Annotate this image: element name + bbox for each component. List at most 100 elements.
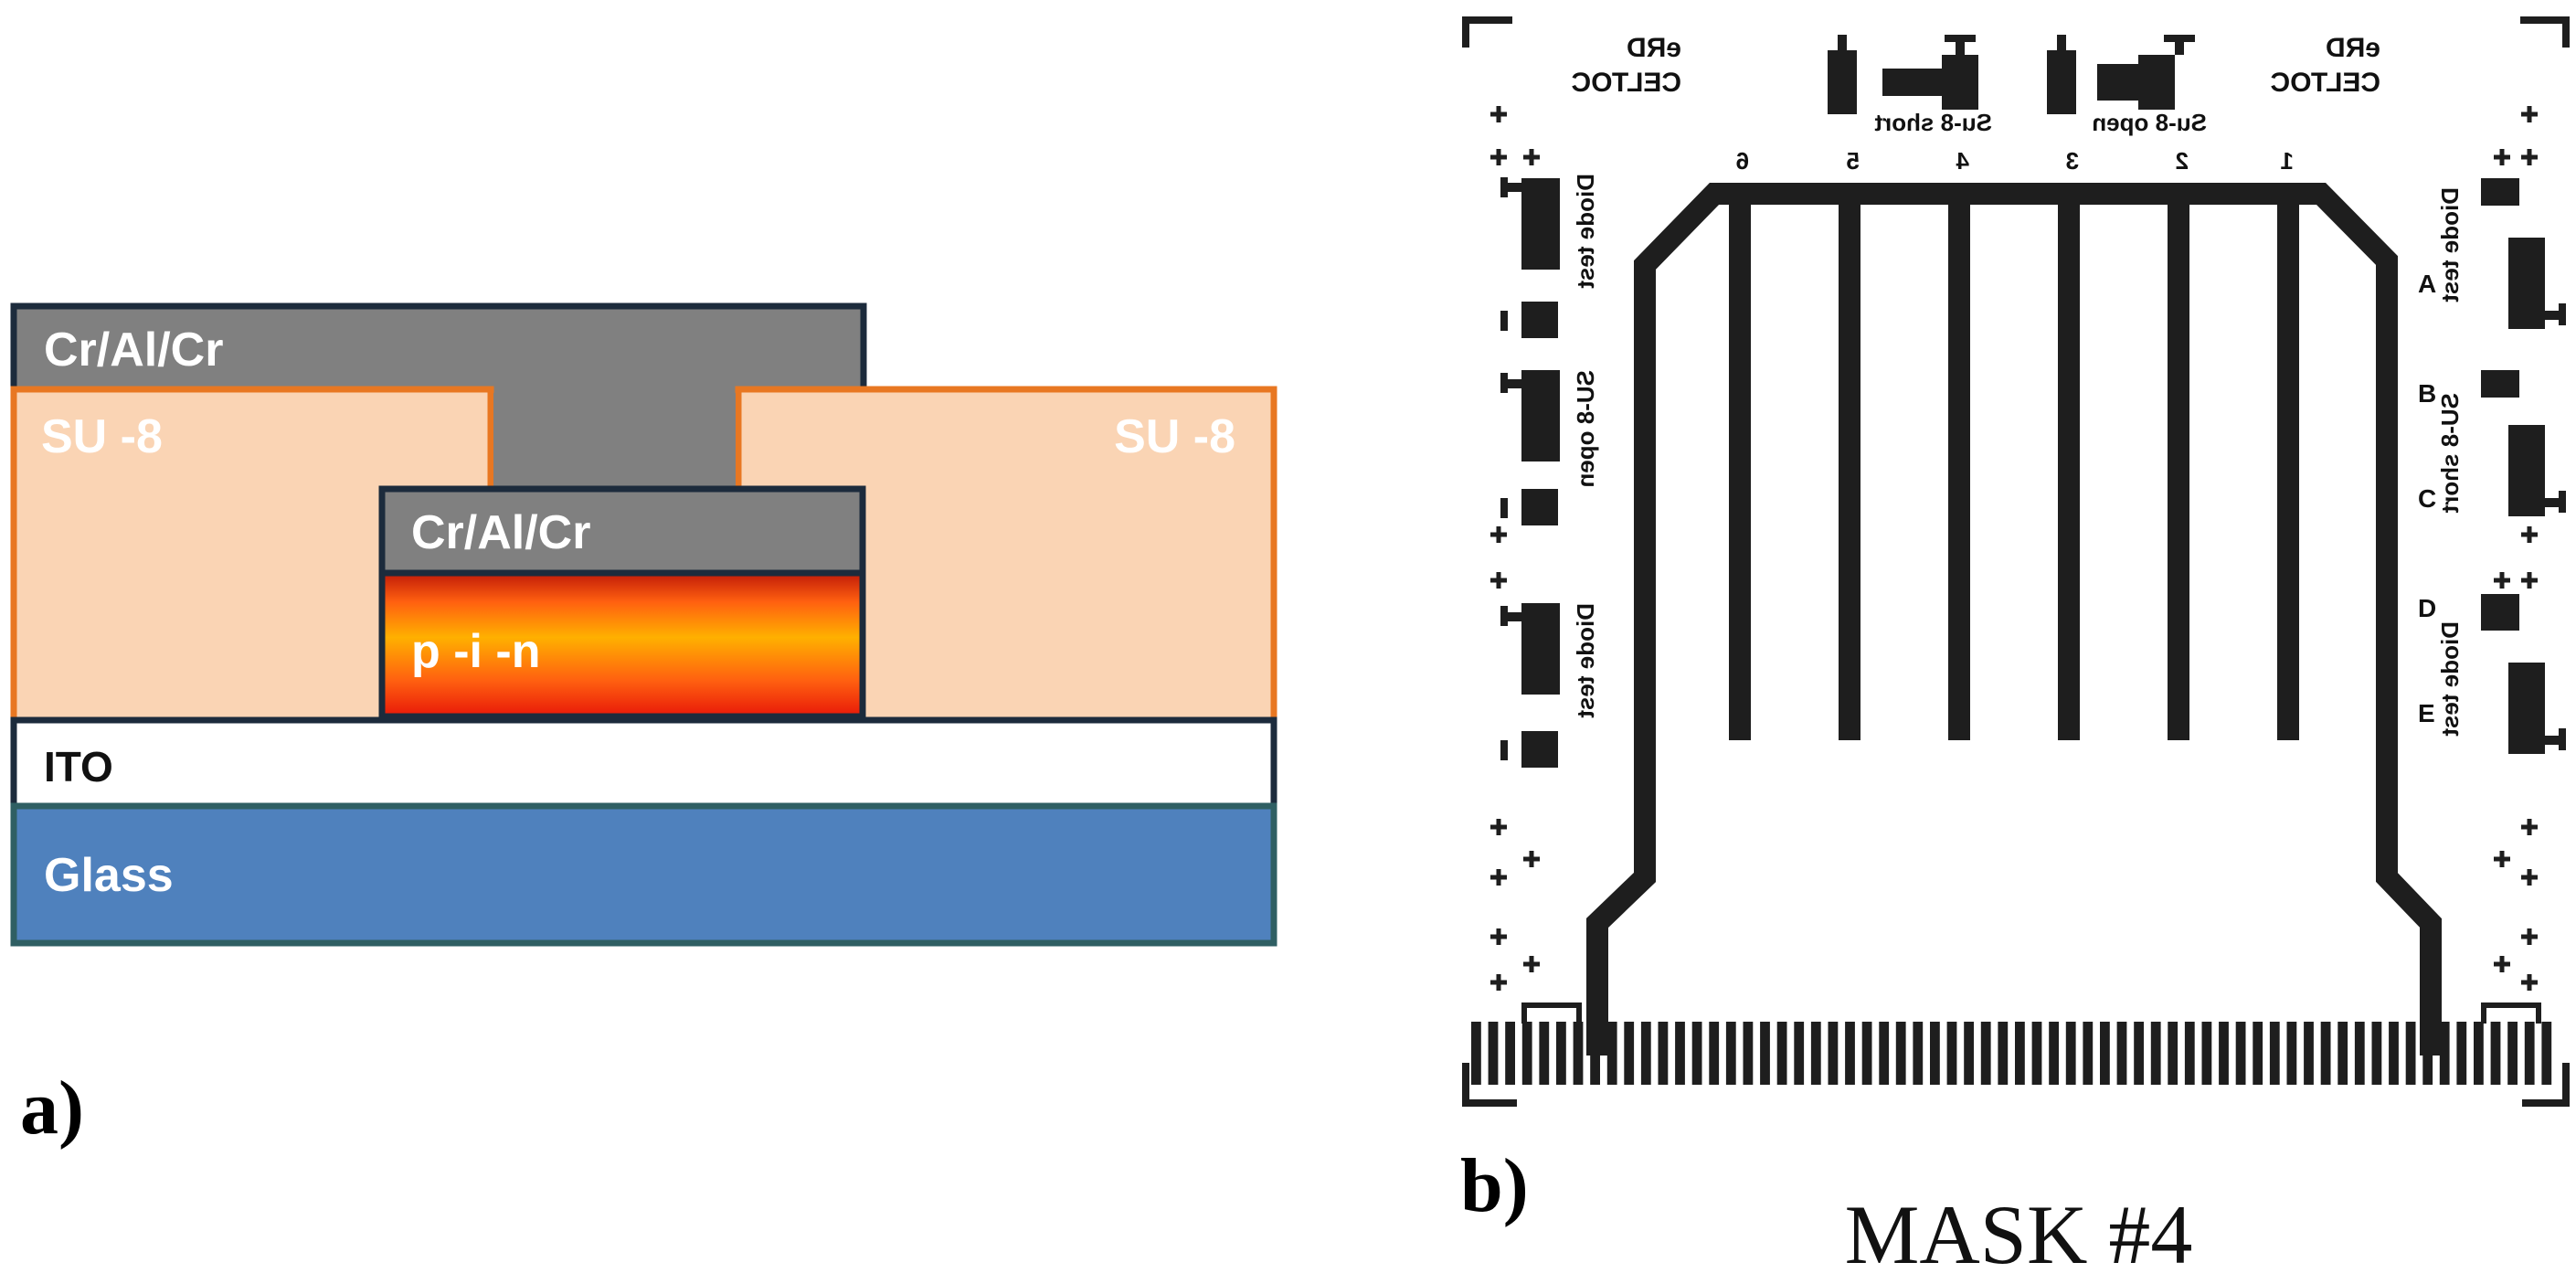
contact-pad bbox=[1658, 1022, 1669, 1085]
contact-pad bbox=[1828, 1022, 1839, 1085]
plus-mark bbox=[1490, 526, 1507, 543]
contact-pad bbox=[2150, 1022, 2161, 1085]
label-glass: Glass bbox=[44, 849, 174, 902]
contact-pad bbox=[2389, 1022, 2399, 1085]
contact-pad bbox=[2304, 1022, 2314, 1085]
contact-pad bbox=[1861, 1022, 1872, 1085]
contact-pad bbox=[1471, 1022, 1481, 1085]
corner-label-top-left-1: eRD bbox=[1627, 33, 1681, 63]
top-test-structure-open bbox=[2047, 35, 2195, 114]
contact-pad bbox=[2201, 1022, 2212, 1085]
plus-mark bbox=[1490, 928, 1507, 945]
contact-pad bbox=[1895, 1022, 1906, 1085]
layer-ito bbox=[10, 716, 1277, 810]
plus-mark bbox=[2494, 572, 2510, 589]
top-label-su8-short: Su-8 short bbox=[1874, 109, 1992, 136]
contact-pad bbox=[1675, 1022, 1685, 1085]
column-number: 4 bbox=[1956, 147, 1969, 175]
contact-pad bbox=[2235, 1022, 2246, 1085]
contact-pad bbox=[1930, 1022, 1940, 1085]
contact-pad bbox=[2456, 1022, 2467, 1085]
contact-pad bbox=[2286, 1022, 2297, 1085]
right-letter: D bbox=[2418, 594, 2436, 622]
mask-caption: MASK #4 bbox=[1845, 1188, 2193, 1273]
finger-line bbox=[2277, 194, 2299, 740]
contact-pad bbox=[2269, 1022, 2280, 1085]
right-letter: B bbox=[2418, 379, 2436, 408]
plus-mark bbox=[1523, 851, 1540, 867]
plus-mark bbox=[1490, 106, 1507, 122]
layer-glass bbox=[10, 802, 1277, 947]
contact-pad bbox=[2134, 1022, 2144, 1085]
contact-pad bbox=[2253, 1022, 2263, 1085]
top-labels: Su-8 short Su-8 open bbox=[1874, 109, 2207, 136]
contact-pad bbox=[1810, 1022, 1821, 1085]
alignment-marks bbox=[1490, 106, 2541, 1024]
top-label-su8-open: Su-8 open bbox=[2092, 109, 2207, 136]
plus-mark bbox=[1523, 956, 1540, 972]
right-test-structures bbox=[2481, 178, 2566, 754]
plus-mark bbox=[1490, 572, 1507, 589]
top-left-corner-labels: eRD CELTOC bbox=[1571, 33, 1681, 98]
left-label-diode-test-top: Diode test bbox=[1572, 174, 1599, 289]
pad-bracket bbox=[2481, 1002, 2541, 1024]
contact-pad bbox=[2015, 1022, 2025, 1085]
left-label-su8-open: SU-8 open bbox=[1572, 370, 1599, 488]
plus-mark bbox=[2521, 106, 2538, 122]
contact-pad bbox=[2168, 1022, 2178, 1085]
contact-pad bbox=[2337, 1022, 2348, 1085]
contact-pad bbox=[2474, 1022, 2484, 1085]
label-top-metal: Cr/Al/Cr bbox=[44, 324, 223, 377]
column-number: 1 bbox=[2281, 147, 2294, 175]
column-number: 3 bbox=[2066, 147, 2079, 175]
plus-mark bbox=[2521, 974, 2538, 991]
panel-a-cross-section: Cr/Al/Cr SU -8 SU -8 Cr/Al/Cr p -i -n IT… bbox=[10, 302, 1277, 1151]
contact-pad bbox=[2049, 1022, 2059, 1085]
finger-line bbox=[1948, 194, 1970, 740]
plus-mark bbox=[2494, 956, 2510, 972]
column-number: 2 bbox=[2176, 147, 2189, 175]
contact-pad bbox=[2507, 1022, 2518, 1085]
right-letters: A B C D E bbox=[2418, 270, 2436, 727]
contact-pad bbox=[1725, 1022, 1736, 1085]
layer-via-metal bbox=[493, 393, 736, 493]
plus-mark bbox=[1523, 149, 1540, 165]
contact-pad bbox=[2371, 1022, 2382, 1085]
bottom-pad-comb bbox=[1471, 1022, 2552, 1085]
contact-pad bbox=[2439, 1022, 2450, 1085]
corner-label-top-right-1: eRD bbox=[2326, 33, 2380, 63]
contact-pad bbox=[1590, 1022, 1600, 1085]
contact-pad bbox=[1980, 1022, 1991, 1085]
contact-pad bbox=[2490, 1022, 2501, 1085]
plus-mark bbox=[2521, 149, 2538, 165]
contact-pad bbox=[2405, 1022, 2416, 1085]
contact-pad bbox=[1794, 1022, 1805, 1085]
label-pin: p -i -n bbox=[411, 625, 541, 678]
finger-line bbox=[1729, 194, 1751, 740]
contact-pad bbox=[1760, 1022, 1770, 1085]
contact-pad bbox=[1539, 1022, 1550, 1085]
right-letter: C bbox=[2418, 484, 2436, 513]
contact-pad bbox=[1946, 1022, 1957, 1085]
top-test-structure-short bbox=[1828, 35, 1978, 114]
contact-pad bbox=[1505, 1022, 1515, 1085]
top-right-corner-labels: eRD CELTOC bbox=[2270, 33, 2380, 98]
column-number: 6 bbox=[1736, 147, 1749, 175]
contact-pad bbox=[1879, 1022, 1890, 1085]
finger-lines bbox=[1729, 194, 2299, 740]
plus-mark bbox=[2521, 869, 2538, 886]
contact-pad bbox=[1913, 1022, 1924, 1085]
contact-pad bbox=[1521, 1022, 1532, 1085]
right-labels: Diode test SU-8 short Diode test bbox=[2436, 187, 2464, 737]
finger-line bbox=[2058, 194, 2080, 740]
finger-line bbox=[1839, 194, 1860, 740]
plus-mark bbox=[2521, 819, 2538, 835]
contact-pad bbox=[1709, 1022, 1720, 1085]
contact-pad bbox=[1488, 1022, 1499, 1085]
plus-mark bbox=[2521, 572, 2538, 589]
contact-pad bbox=[1640, 1022, 1651, 1085]
left-labels: Diode test SU-8 open Diode test bbox=[1572, 174, 1599, 718]
panel-b-label: b) bbox=[1460, 1143, 1529, 1228]
left-test-structures bbox=[1500, 177, 1560, 768]
